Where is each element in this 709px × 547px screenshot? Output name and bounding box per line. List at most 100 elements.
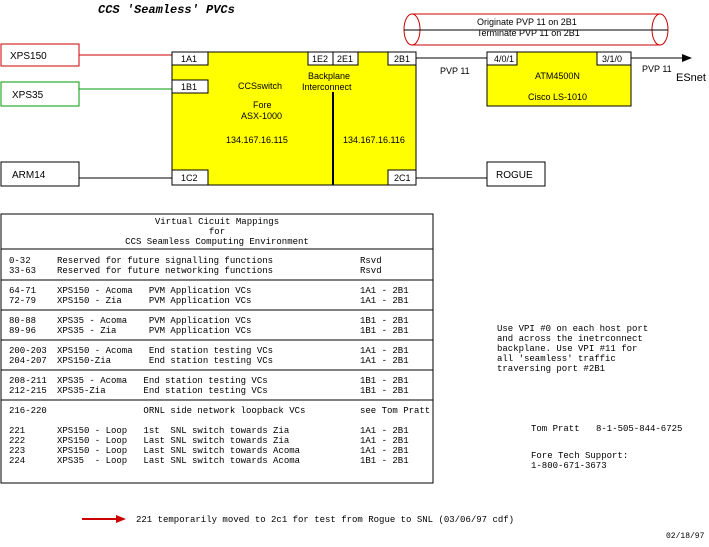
esnet-arrow-icon bbox=[682, 54, 692, 62]
backplane-label-2: Interconnect bbox=[302, 82, 352, 92]
vc-description-cell: XPS150 - Acoma End station testing VCs bbox=[57, 346, 273, 356]
vc-ports-cell: 1A1 - 2B1 bbox=[360, 436, 409, 446]
table-heading-1: Virtual Cicuit Mappings bbox=[155, 217, 279, 227]
port-4-0-1 bbox=[486, 51, 518, 66]
vc-description-cell: XPS150 - Acoma PVM Application VCs bbox=[57, 286, 251, 296]
table-rows: 0-32 Reserved for future signalling funct… bbox=[1, 256, 433, 466]
vc-mapping-table bbox=[0, 213, 434, 484]
vpi-note-line-3: backplane. Use VPI #11 for bbox=[497, 344, 637, 354]
ccs-switch-ip-right: 134.167.16.116 bbox=[343, 135, 405, 145]
vc-range-cell: 33-63 bbox=[9, 266, 36, 276]
port-1a1-label: 1A1 bbox=[181, 54, 197, 64]
port-4-0-1-label: 4/0/1 bbox=[494, 54, 514, 64]
vc-ports-cell: 1A1 - 2B1 bbox=[360, 296, 409, 306]
vc-range-cell: 64-71 bbox=[9, 286, 36, 296]
contact-fore-phone: 1-800-671-3673 bbox=[531, 461, 607, 471]
host-arm14-label: ARM14 bbox=[12, 170, 46, 181]
ccs-switch-vendor: Fore bbox=[253, 100, 272, 110]
vc-ports-cell: Rsvd bbox=[360, 256, 382, 266]
port-1e2-label: 1E2 bbox=[312, 54, 328, 64]
ccs-switch-ip-left: 134.167.16.115 bbox=[226, 135, 288, 145]
backplane-label-1: Backplane bbox=[308, 71, 350, 81]
vc-range-cell: 223 bbox=[9, 446, 25, 456]
host-rogue-label: ROGUE bbox=[496, 170, 533, 181]
host-xps35-label: XPS35 bbox=[12, 90, 44, 101]
vc-range-cell: 204-207 bbox=[9, 356, 47, 366]
diagram-title: CCS 'Seamless' PVCs bbox=[98, 3, 235, 17]
ccs-switch-model: ASX-1000 bbox=[241, 111, 282, 121]
originate-label: Originate PVP 11 on 2B1 bbox=[477, 17, 577, 27]
vc-range-cell: 224 bbox=[9, 456, 25, 466]
vc-range-cell: 0-32 bbox=[9, 256, 31, 266]
vc-description-cell: XPS150 - Zia PVM Application VCs bbox=[57, 296, 251, 306]
vc-description-cell: XPS35 - Acoma End station testing VCs bbox=[57, 376, 268, 386]
vc-range-cell: 72-79 bbox=[9, 296, 36, 306]
esnet-label: ESnet bbox=[676, 72, 706, 84]
vc-ports-cell: 1B1 - 2B1 bbox=[360, 316, 409, 326]
vc-ports-cell: Rsvd bbox=[360, 266, 382, 276]
vc-description-cell: XPS150-Zia End station testing VCs bbox=[57, 356, 273, 366]
vc-ports-cell: 1B1 - 2B1 bbox=[360, 326, 409, 336]
vc-description-cell: Reserved for future networking functions bbox=[57, 266, 273, 276]
diagram-date: 02/18/97 bbox=[666, 532, 705, 541]
vc-description-cell: XPS35 - Zia PVM Application VCs bbox=[57, 326, 251, 336]
vc-ports-cell: see Tom Pratt bbox=[360, 406, 430, 416]
vc-ports-cell: 1A1 - 2B1 bbox=[360, 356, 409, 366]
vpi-note-line-4: all 'seamless' traffic bbox=[497, 354, 616, 364]
port-1a1 bbox=[171, 51, 209, 66]
port-2c1-label: 2C1 bbox=[394, 173, 411, 183]
vc-range-cell: 89-96 bbox=[9, 326, 36, 336]
port-2b1-label: 2B1 bbox=[394, 54, 410, 64]
port-1b1 bbox=[171, 79, 209, 94]
vc-range-cell: 212-215 bbox=[9, 386, 47, 396]
vc-range-cell: 222 bbox=[9, 436, 25, 446]
vc-description-cell: Reserved for future signalling functions bbox=[57, 256, 273, 266]
table-heading-2: for bbox=[209, 227, 225, 237]
vc-range-cell: 216-220 bbox=[9, 406, 47, 416]
legend-note: 221 temporarily moved to 2c1 for test fr… bbox=[136, 515, 514, 525]
contact-fore-label: Fore Tech Support: bbox=[531, 451, 628, 461]
vc-ports-cell: 1A1 - 2B1 bbox=[360, 346, 409, 356]
terminate-label: Terminate PVP 11 on 2B1 bbox=[477, 28, 580, 38]
vc-range-cell: 221 bbox=[9, 426, 25, 436]
host-rogue-box bbox=[486, 161, 546, 187]
port-1c2 bbox=[171, 169, 209, 186]
contact-tom-phone: 8-1-505-844-6725 bbox=[596, 424, 682, 434]
port-3-1-0-label: 3/1/0 bbox=[602, 54, 622, 64]
vc-description-cell: ORNL side network loopback VCs bbox=[57, 406, 305, 416]
port-2e1-label: 2E1 bbox=[337, 54, 353, 64]
vpi-note-line-5: traversing port #2B1 bbox=[497, 364, 605, 374]
vc-description-cell: XPS35 - Acoma PVM Application VCs bbox=[57, 316, 251, 326]
atm-switch-model: Cisco LS-1010 bbox=[528, 92, 587, 102]
vc-ports-cell: 1A1 - 2B1 bbox=[360, 446, 409, 456]
vc-ports-cell: 1B1 - 2B1 bbox=[360, 376, 409, 386]
vc-ports-cell: 1B1 - 2B1 bbox=[360, 456, 409, 466]
vc-ports-cell: 1A1 - 2B1 bbox=[360, 426, 409, 436]
vc-description-cell: XPS150 - Loop Last SNL switch towards Zi… bbox=[57, 436, 290, 446]
host-xps35-box bbox=[0, 81, 80, 107]
vpi-note-line-2: and across the inetrconnect bbox=[497, 334, 643, 344]
host-arm14-box bbox=[0, 161, 80, 187]
port-1b1-label: 1B1 bbox=[181, 82, 197, 92]
pvp-mid-label: PVP 11 bbox=[440, 66, 470, 76]
pvp-out-label: PVP 11 bbox=[642, 64, 672, 74]
host-xps150-label: XPS150 bbox=[10, 51, 47, 62]
vc-description-cell: XPS150 - Loop 1st SNL switch towards Zia bbox=[57, 426, 290, 436]
vc-range-cell: 80-88 bbox=[9, 316, 36, 326]
vc-description-cell: XPS150 - Loop Last SNL switch towards Ac… bbox=[57, 446, 301, 456]
ccs-switch-box bbox=[171, 51, 417, 186]
vc-range-cell: 208-211 bbox=[9, 376, 47, 386]
port-1c2-label: 1C2 bbox=[181, 173, 198, 183]
vc-ports-cell: 1A1 - 2B1 bbox=[360, 286, 409, 296]
contact-tom-name: Tom Pratt bbox=[531, 424, 580, 434]
port-2e1 bbox=[332, 51, 359, 66]
vc-ports-cell: 1B1 - 2B1 bbox=[360, 386, 409, 396]
legend-arrow-icon bbox=[116, 515, 126, 523]
vc-description-cell: XPS35 - Loop Last SNL switch towards Aco… bbox=[57, 456, 301, 466]
vc-description-cell: XPS35-Zia End station testing VCs bbox=[57, 386, 268, 396]
ccs-switch-name: CCSswitch bbox=[238, 81, 282, 91]
vc-range-cell: 200-203 bbox=[9, 346, 47, 356]
atm-switch-name: ATM4500N bbox=[535, 71, 580, 81]
vpi-note-line-1: Use VPI #0 on each host port bbox=[497, 324, 648, 334]
